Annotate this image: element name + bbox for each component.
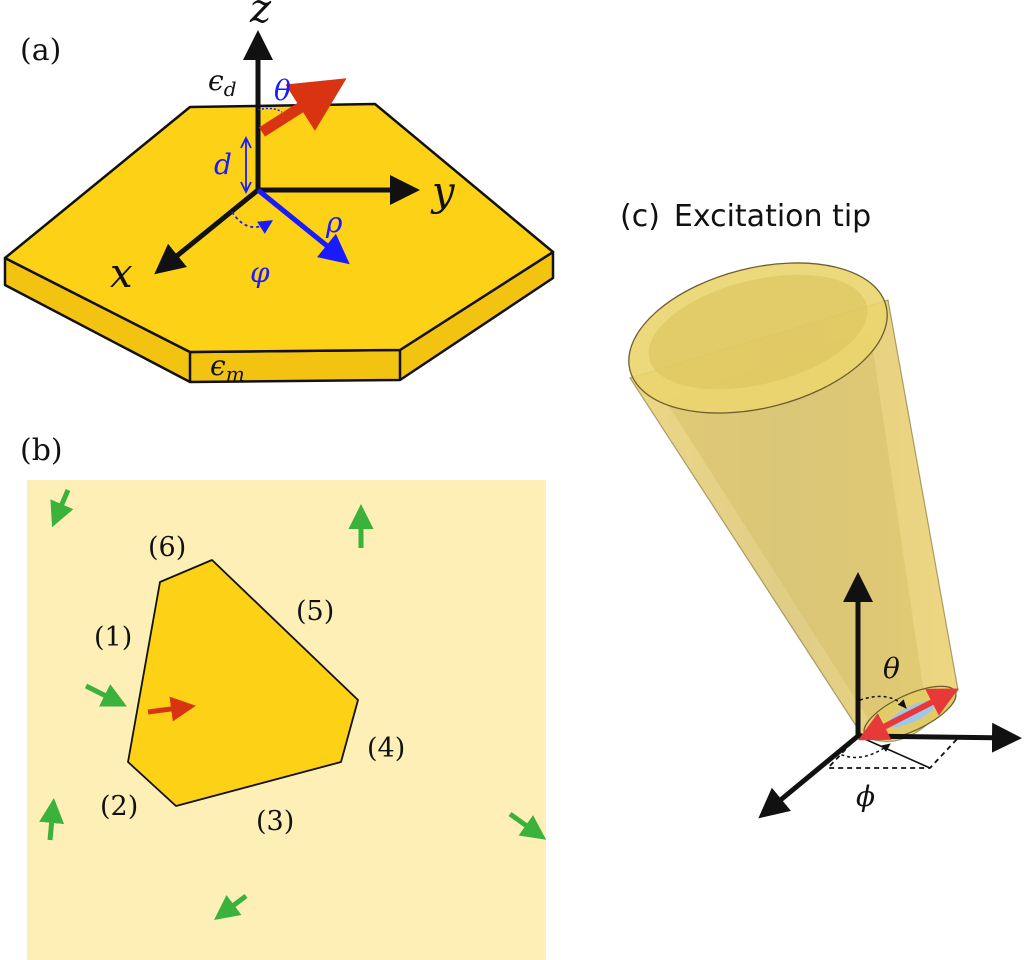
green-arrow — [84, 683, 127, 707]
edge-label-3: (3) — [256, 806, 294, 837]
green-arrow — [50, 489, 74, 528]
d-arrowhead-top — [240, 135, 252, 149]
panel-b: (b) (1) (2) (3) (4) (5) (6) — [20, 433, 547, 960]
rho-arrow — [256, 188, 350, 265]
tip-dipole-arrow — [857, 688, 959, 741]
theta-arc — [257, 107, 283, 113]
green-arrow — [39, 798, 65, 841]
varphi-label: φ — [250, 256, 270, 289]
green-arrow — [214, 894, 248, 920]
d-label: d — [214, 148, 232, 181]
rho-label: ρ — [325, 206, 343, 239]
epsilon-d-label: ϵd — [208, 64, 237, 101]
tip-y-axis — [857, 722, 1022, 753]
tip-x-axis — [758, 734, 860, 819]
tip-theta-arc — [859, 695, 907, 709]
flake-polygon — [127, 559, 359, 807]
tip-phi-label: ϕ — [856, 780, 875, 813]
theta-label: θ — [274, 74, 291, 107]
projection-line — [857, 735, 931, 769]
z-axis-label: z — [249, 0, 272, 32]
tip-phi-arc — [835, 743, 891, 759]
edge-label-6: (6) — [148, 532, 186, 563]
panel-c-heading: (c)Excitation tip — [620, 199, 871, 234]
edge-label-1: (1) — [94, 622, 132, 653]
d-arrowhead-bottom — [240, 181, 252, 195]
edge-label-5: (5) — [296, 596, 334, 627]
panel-a-label: (a) — [20, 33, 61, 68]
edge-label-2: (2) — [100, 791, 138, 822]
edge-label-4: (4) — [367, 733, 405, 764]
projection-parallelogram — [825, 735, 959, 769]
excitation-arrow — [147, 696, 196, 722]
x-axis-label: x — [110, 251, 133, 297]
tip-top-inner — [648, 274, 868, 390]
green-arrows — [39, 489, 547, 920]
x-axis-arrow — [154, 188, 260, 275]
panel-b-label: (b) — [20, 433, 63, 468]
tip-theta-label: θ — [883, 652, 900, 685]
green-arrow — [508, 811, 547, 840]
panel-a: (a) z y x θ d ρ φ ϵd ϵm — [3, 0, 555, 386]
dipole-arrow — [259, 78, 347, 137]
epsilon-m-label: ϵm — [210, 349, 245, 386]
panel-c: (c)Excitation tip θ ϕ — [620, 199, 1022, 819]
y-axis-label: y — [430, 169, 456, 215]
